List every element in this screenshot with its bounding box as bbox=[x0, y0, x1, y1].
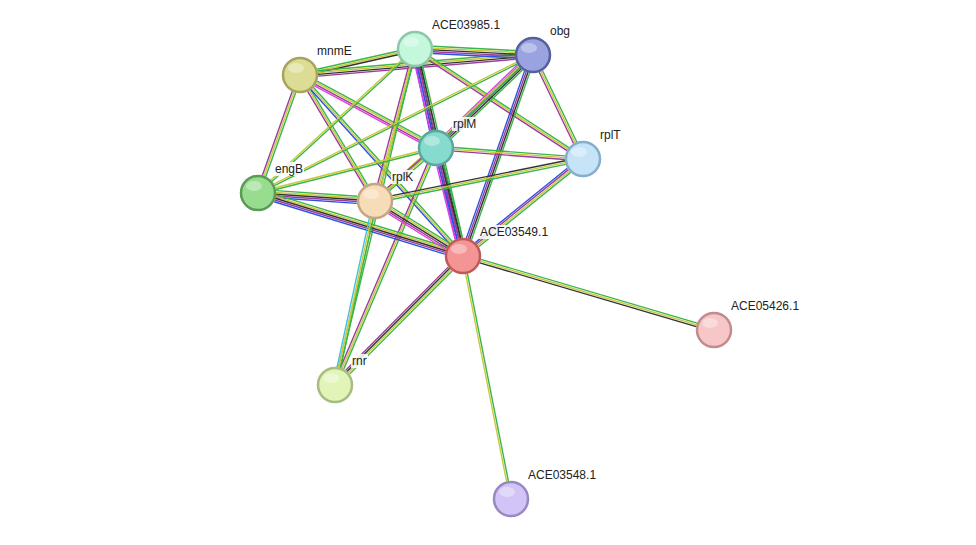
node-circle bbox=[282, 57, 318, 93]
interaction-edge bbox=[475, 168, 570, 247]
node-label: mnmE bbox=[316, 44, 353, 58]
interaction-edge bbox=[388, 67, 521, 190]
protein-node: mnmE bbox=[282, 57, 318, 93]
interaction-edge bbox=[416, 66, 463, 240]
node-circle bbox=[565, 141, 601, 177]
node-label: ACE03548.1 bbox=[527, 468, 597, 482]
interaction-edge bbox=[337, 218, 373, 368]
interaction-edge bbox=[388, 207, 449, 249]
interaction-edge bbox=[433, 46, 515, 57]
node-label: ACE03985.1 bbox=[431, 18, 501, 32]
protein-node: ACE05426.1 bbox=[696, 312, 732, 348]
node-circle bbox=[317, 367, 353, 403]
protein-node: ACE03985.1 bbox=[397, 31, 433, 67]
protein-node: rplM bbox=[418, 130, 454, 166]
node-label: ACE03549.1 bbox=[479, 225, 549, 239]
node-label: rplT bbox=[599, 128, 622, 142]
node-label: rplM bbox=[452, 117, 477, 131]
node-circle bbox=[696, 312, 732, 348]
node-circle bbox=[445, 238, 481, 274]
protein-node: ACE03549.1 bbox=[445, 238, 481, 274]
node-circle bbox=[418, 130, 454, 166]
interaction-edge bbox=[466, 273, 509, 481]
protein-node: rplK bbox=[357, 183, 393, 219]
node-label: rnr bbox=[351, 354, 368, 368]
node-circle bbox=[357, 183, 393, 219]
protein-node: rplT bbox=[565, 141, 601, 177]
interaction-edge bbox=[276, 191, 358, 204]
node-circle bbox=[515, 37, 551, 73]
node-label: obg bbox=[549, 24, 571, 38]
interaction-edge bbox=[346, 267, 452, 374]
protein-node: rnr bbox=[317, 367, 353, 403]
interaction-edge bbox=[454, 148, 565, 160]
protein-node: ACE03548.1 bbox=[493, 481, 529, 517]
node-label: rplK bbox=[391, 170, 414, 184]
node-circle bbox=[240, 175, 276, 211]
node-circle bbox=[493, 481, 529, 517]
protein-node: engB bbox=[240, 175, 276, 211]
protein-node: obg bbox=[515, 37, 551, 73]
interaction-edge bbox=[539, 70, 577, 143]
interaction-edge bbox=[437, 165, 462, 240]
interaction-edge bbox=[480, 259, 697, 326]
node-circle bbox=[397, 31, 433, 67]
node-label: ACE05426.1 bbox=[730, 299, 800, 313]
node-label: engB bbox=[274, 162, 304, 176]
